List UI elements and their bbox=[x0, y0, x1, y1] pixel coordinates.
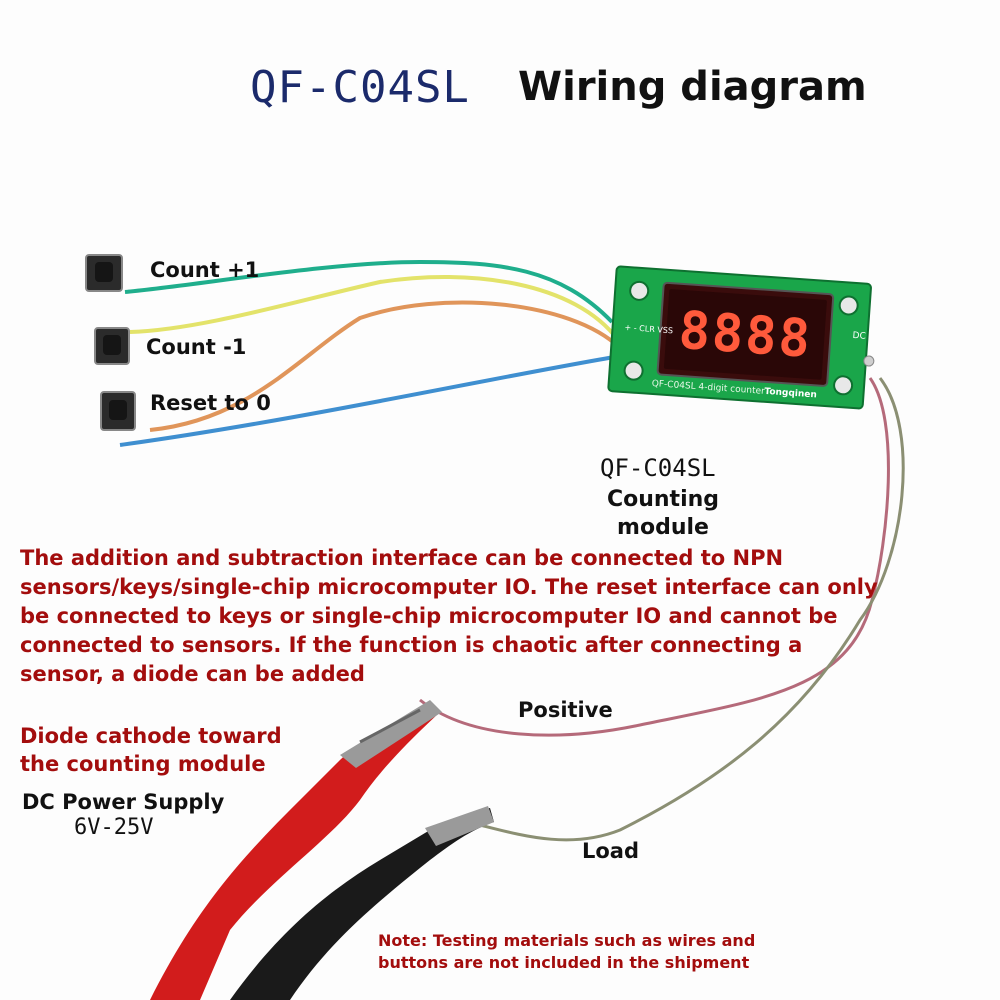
counter-display: 8888 bbox=[677, 301, 814, 370]
counting-module-board: 8888 + - CLR VSS DC QF-C04SL 4-digit cou… bbox=[607, 265, 875, 410]
wire-count-up bbox=[124, 259, 614, 324]
module-name: Counting module bbox=[606, 487, 720, 540]
button-count-down bbox=[94, 327, 130, 365]
wire-load bbox=[479, 377, 905, 842]
red-alligator-clip bbox=[150, 700, 442, 1000]
power-supply-voltage: 6V-25V bbox=[74, 815, 154, 840]
label-positive: Positive bbox=[518, 698, 613, 722]
black-alligator-clip bbox=[230, 806, 494, 1000]
label-reset: Reset to 0 bbox=[150, 391, 271, 415]
label-load: Load bbox=[582, 839, 640, 863]
button-count-up bbox=[85, 254, 123, 292]
shipping-note: Note: Testing materials such as wires an… bbox=[378, 931, 756, 972]
dc-label: DC bbox=[852, 331, 866, 342]
wire-positive bbox=[419, 377, 890, 737]
power-supply-label: DC Power Supply bbox=[22, 790, 225, 814]
title-model: QF-C04SL bbox=[250, 62, 470, 113]
module-model: QF-C04SL bbox=[600, 454, 716, 482]
button-reset bbox=[100, 391, 136, 431]
interface-description: The addition and subtraction interface c… bbox=[20, 546, 878, 686]
wire-vss bbox=[119, 354, 621, 447]
page-title: Wiring diagram bbox=[518, 64, 867, 110]
diode-note: Diode cathode toward the counting module bbox=[20, 724, 282, 776]
wire-count-down bbox=[129, 274, 620, 342]
label-count-up: Count +1 bbox=[150, 258, 260, 282]
label-count-down: Count -1 bbox=[146, 335, 247, 359]
pin-labels: + - CLR VSS bbox=[624, 323, 673, 335]
brand-text: Tongqinen bbox=[764, 387, 817, 401]
wire-reset bbox=[149, 300, 622, 432]
